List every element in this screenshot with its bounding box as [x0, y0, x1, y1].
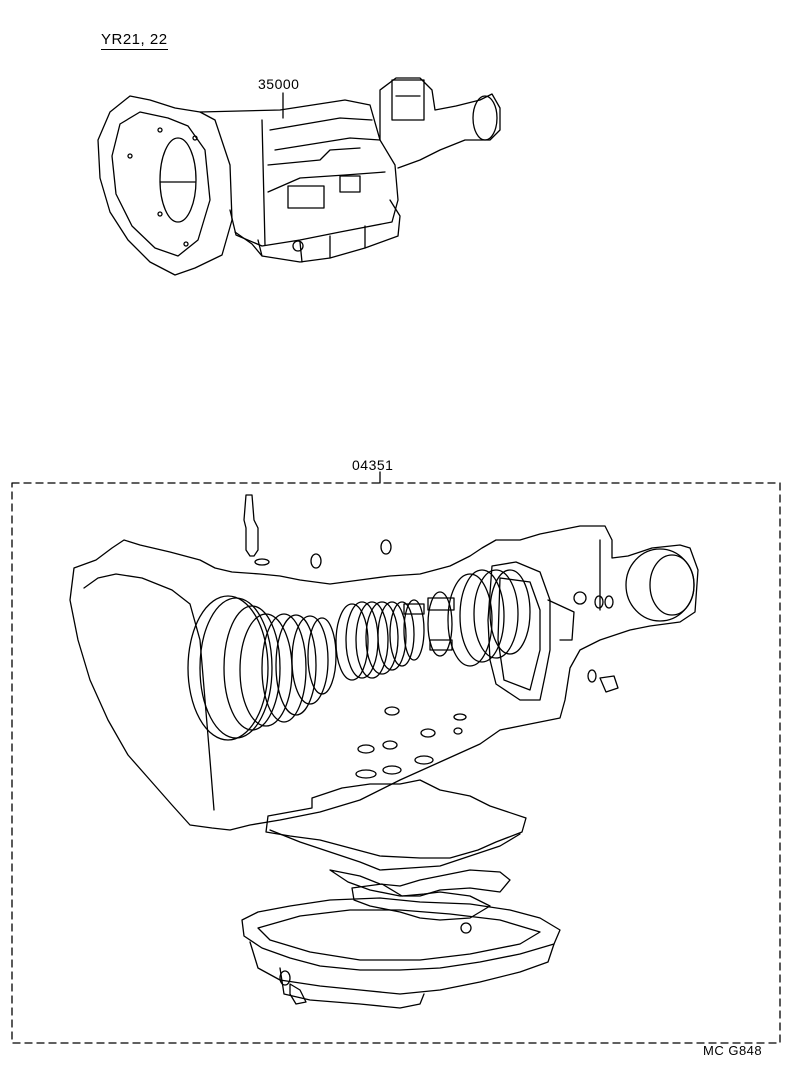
assembly-oil-pan — [234, 199, 401, 263]
kit-drain-plug-gasket — [279, 970, 291, 986]
assembly-extension-housing — [379, 77, 501, 169]
overhaul-kit-boundary — [11, 482, 781, 1044]
kit-o-ring-sleeve — [254, 558, 270, 566]
kit-valve-body-gasket-lower — [329, 869, 511, 897]
assembly-bell-housing — [97, 95, 233, 276]
kit-valve-body-o-rings — [355, 706, 467, 779]
kit-extension-housing-gasket — [487, 561, 551, 701]
kit-oil-pan — [249, 941, 555, 995]
transmission-assembly-drawing[interactable] — [97, 77, 501, 276]
overhaul-kit-drawing[interactable] — [69, 494, 699, 1009]
model-label: YR21, 22 — [101, 31, 168, 50]
kit-valve-body-gasket-upper — [265, 779, 527, 859]
kit-thrust-washers — [403, 591, 455, 661]
kit-strainer-gasket — [351, 883, 491, 921]
kit-plug-o-ring — [587, 669, 597, 683]
part-number-transmission-assembly[interactable]: 35000 — [258, 76, 300, 92]
kit-piston-seal-rings-rear — [447, 569, 531, 667]
kit-piston-seal-rings-middle — [335, 601, 415, 681]
kit-o-ring-1 — [310, 553, 322, 569]
part-number-overhaul-gasket-kit[interactable]: 04351 — [352, 457, 394, 473]
kit-plug — [599, 675, 619, 693]
assembly-main-case — [199, 99, 399, 247]
kit-oil-pan-gasket — [241, 897, 561, 971]
kit-speedometer-sleeve — [243, 494, 259, 557]
kit-o-ring-2 — [380, 539, 392, 555]
kit-seal-side-1 — [573, 591, 587, 605]
kit-piston-seal-rings-front — [187, 595, 337, 741]
diagram-reference-code: MC G848 — [703, 1043, 763, 1058]
kit-transmission-case-outline — [69, 525, 699, 831]
